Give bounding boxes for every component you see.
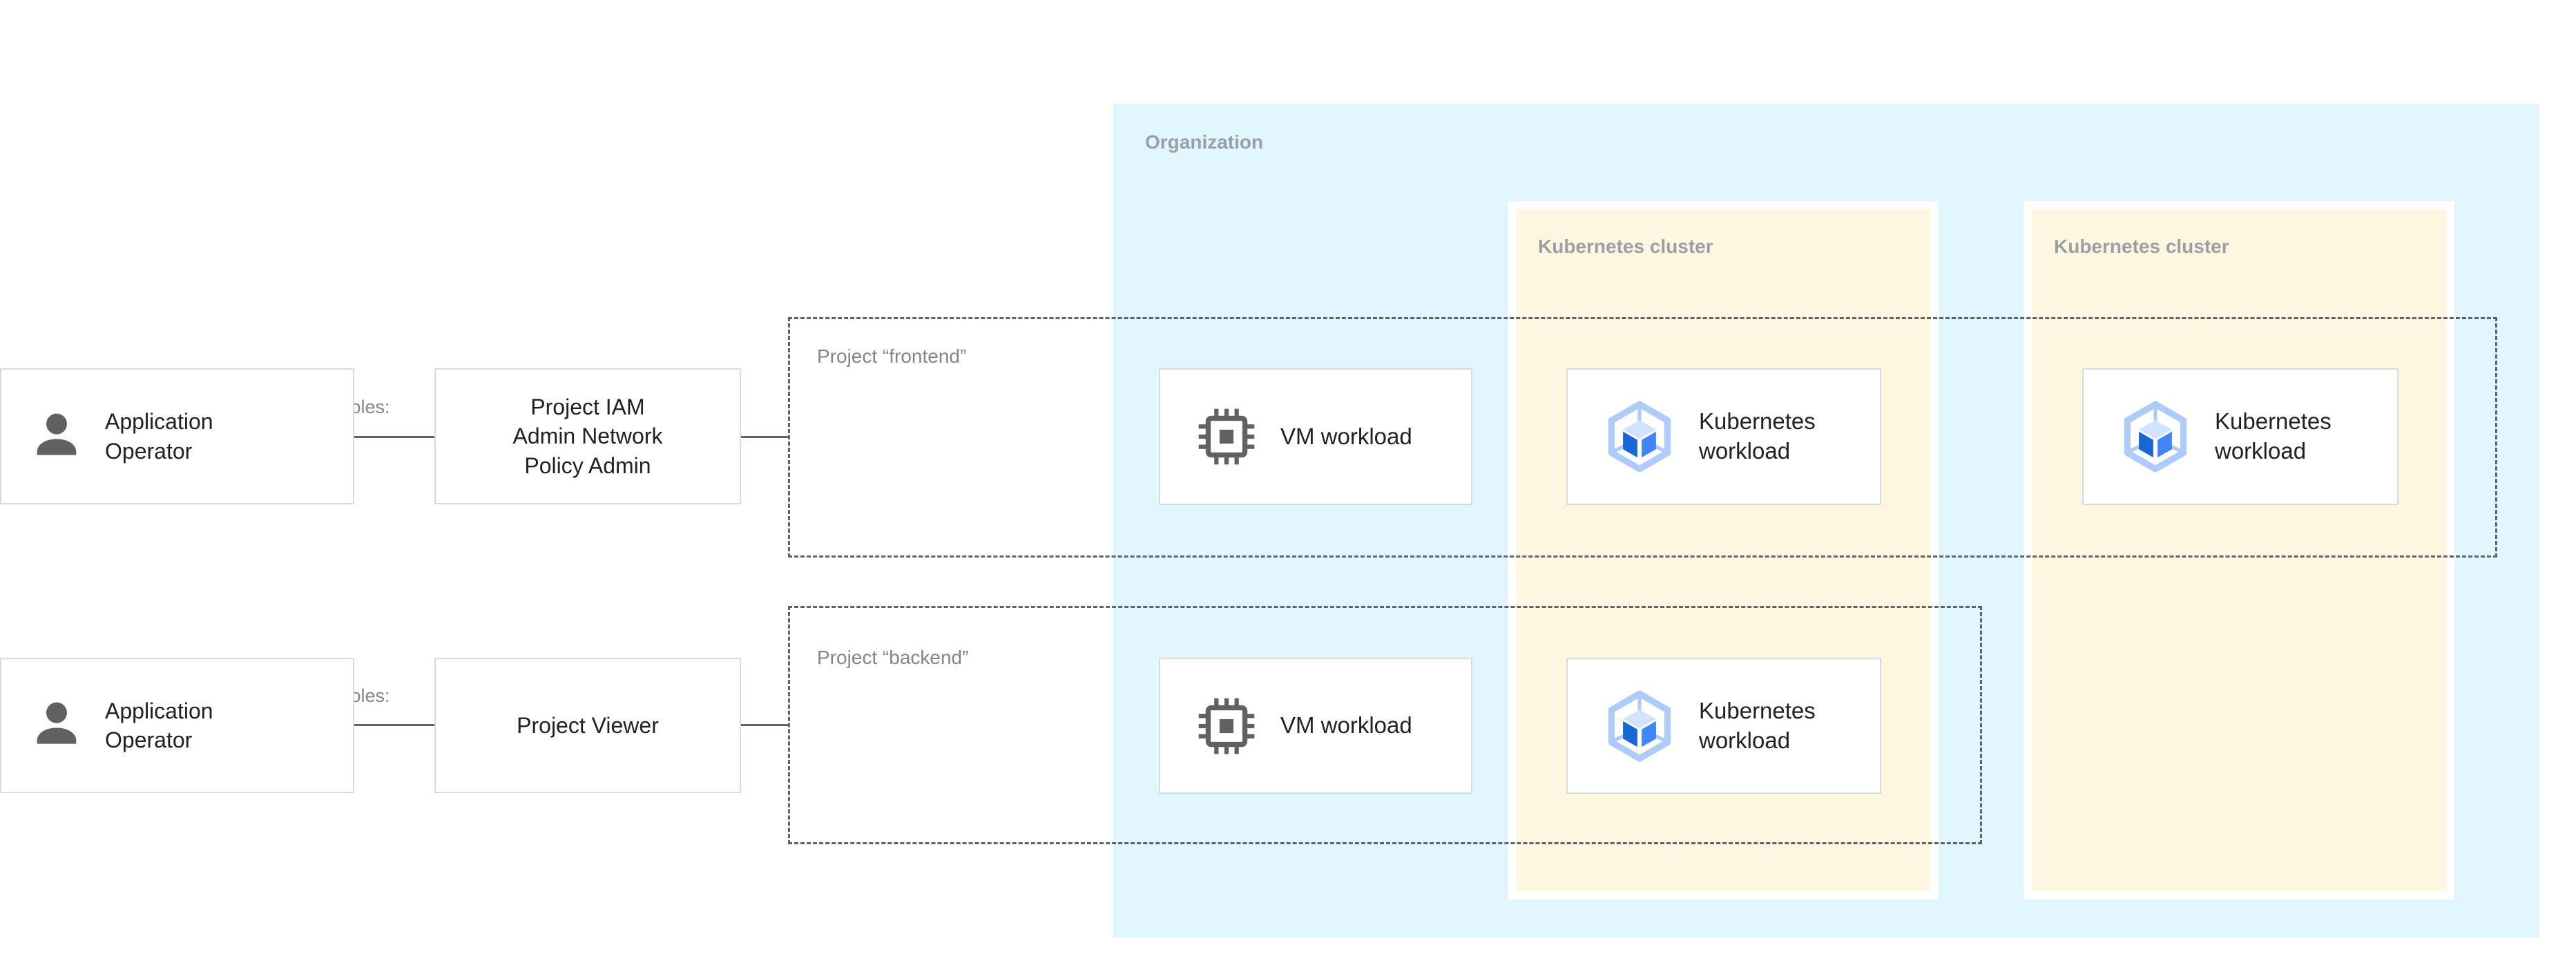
vm-chip-icon <box>1196 406 1257 467</box>
kubernetes-workload-box-frontend-cluster-2: Kubernetes workload <box>2082 368 2399 505</box>
connector-actor-role-2 <box>354 724 434 726</box>
workload-label: Kubernetes workload <box>1699 697 1816 753</box>
kubernetes-cluster-2-label: Kubernetes cluster <box>2054 236 2229 257</box>
actor-label: Application Operator <box>105 698 213 752</box>
project-frontend-label: Project “frontend” <box>817 345 967 367</box>
kubernetes-workload-box-frontend-cluster-1: Kubernetes workload <box>1566 368 1881 505</box>
workload-label: VM workload <box>1280 712 1412 739</box>
actor-box-application-operator-1: Application Operator <box>0 368 354 504</box>
connector-role-project-2 <box>741 724 789 726</box>
role-line: Project Viewer <box>517 712 659 738</box>
role-line: Policy Admin <box>524 453 651 478</box>
workload-label: Kubernetes workload <box>2215 408 2332 464</box>
kubernetes-workload-box-backend-cluster-1: Kubernetes workload <box>1566 658 1881 794</box>
connector-actor-role-1 <box>354 436 434 438</box>
kubernetes-engine-icon <box>1604 401 1675 473</box>
kubernetes-engine-icon <box>1604 690 1675 762</box>
role-box-project-viewer: Project Viewer <box>434 658 741 793</box>
role-line: Admin Network <box>512 424 663 449</box>
project-backend-label: Project “backend” <box>817 647 969 668</box>
actor-box-application-operator-2: Application Operator <box>0 658 354 793</box>
person-icon <box>37 702 77 744</box>
workload-label: VM workload <box>1280 423 1412 449</box>
actor-label: Application Operator <box>105 409 213 464</box>
project-backend-boundary: Project “backend” <box>788 606 1982 844</box>
vm-workload-box-backend: VM workload <box>1159 658 1472 794</box>
workload-label: Kubernetes workload <box>1699 408 1816 464</box>
vm-workload-box-frontend: VM workload <box>1159 368 1472 505</box>
project-frontend-boundary: Project “frontend” <box>788 317 2497 558</box>
connector-role-project-1 <box>741 436 789 438</box>
person-icon <box>37 413 77 455</box>
kubernetes-cluster-2: Kubernetes cluster <box>2032 209 2446 891</box>
kubernetes-engine-icon <box>2120 401 2191 473</box>
vm-chip-icon <box>1196 696 1257 757</box>
organization-label: Organization <box>1145 131 1264 153</box>
role-box-project-iam-admin-network-policy-admin: Project IAM Admin Network Policy Admin <box>434 368 741 504</box>
kubernetes-cluster-1-label: Kubernetes cluster <box>1538 236 1713 257</box>
role-line: Project IAM <box>530 394 645 420</box>
